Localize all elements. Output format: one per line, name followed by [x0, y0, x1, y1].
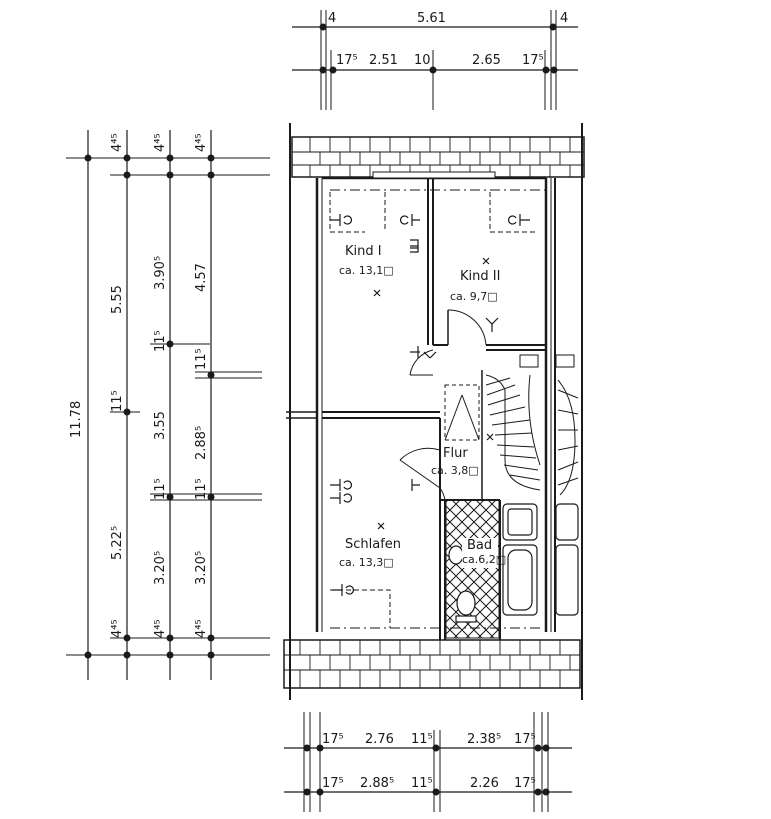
room-area-kind-i: ca. 13,1□: [339, 264, 394, 277]
bottom-dimension-chain: 17⁵ 2.76 11⁵ 2.38⁵ 17⁵ 17⁵ 2.88⁵ 11⁵ 2.2…: [284, 712, 572, 812]
dim-left-c3-4: 2.88⁵: [194, 426, 209, 460]
dim-bottom-r1-4: 2.38⁵: [467, 732, 501, 747]
room-name-bad: Bad: [467, 538, 492, 553]
dim-left-c3-5: 11⁵: [194, 478, 209, 500]
room-name-schlafen: Schlafen: [345, 537, 401, 552]
dim-left-c3-6: 3.20⁵: [194, 551, 209, 585]
room-labels: Kind I ca. 13,1□ Kind II ca. 9,7□ Flur c…: [339, 244, 506, 569]
room-area-flur: ca. 3,8□: [431, 464, 479, 477]
dim-top-part-1: 17⁵: [336, 53, 358, 68]
room-name-kind-ii: Kind II: [460, 269, 500, 284]
dim-left-c2-1: 4⁴⁵: [153, 133, 168, 152]
dim-bottom-r2-2: 2.88⁵: [360, 776, 394, 791]
dim-bottom-r2-5: 17⁵: [514, 776, 536, 791]
bath-fixtures: [448, 503, 579, 623]
dim-left-c3-3: 11⁵: [194, 348, 209, 370]
dim-top-end-right: 4: [560, 11, 568, 26]
dim-left-c2-7: 4⁴⁵: [153, 619, 168, 638]
room-area-kind-ii: ca. 9,7□: [450, 290, 498, 303]
dim-left-c1-5: 4⁴⁵: [110, 619, 125, 638]
dim-left-c2-4: 3.55: [153, 411, 168, 440]
dim-bottom-r1-1: 17⁵: [322, 732, 344, 747]
dim-left-c2-2: 3.90⁵: [153, 256, 168, 290]
dim-left-c1-3: 11⁵: [110, 390, 125, 412]
bathroom-tiles: [445, 499, 500, 639]
attic-hatch: [444, 384, 480, 441]
room-name-kind-i: Kind I: [345, 244, 382, 259]
dim-left-c3-2: 4.57: [194, 263, 209, 292]
dim-bottom-r2-1: 17⁵: [322, 776, 344, 791]
dim-top-overall: 5.61: [417, 11, 446, 26]
room-area-schlafen: ca. 13,3□: [339, 556, 394, 569]
dim-left-c2-3: 11⁵: [153, 330, 168, 352]
dim-left-overall: 11.78: [69, 401, 84, 438]
room-name-flur: Flur: [443, 446, 468, 461]
dim-bottom-r1-2: 2.76: [365, 732, 394, 747]
dim-left-c3-1: 4⁴⁵: [194, 133, 209, 152]
dim-left-c1-2: 5.55: [110, 285, 125, 314]
dim-top-part-2: 2.51: [369, 53, 398, 68]
dim-left-c1-1: 4⁴⁵: [110, 133, 125, 152]
dim-left-c2-6: 3.20⁵: [153, 551, 168, 585]
staircase: [485, 354, 579, 496]
dim-bottom-r1-3: 11⁵: [411, 732, 433, 747]
top-dimension-chain: 4 5.61 4 17⁵ 2.51 10 2.65 17⁵: [292, 10, 578, 110]
dim-top-part-4: 2.65: [472, 53, 501, 68]
left-dimension-chain: 11.78 4⁴⁵ 5.55 11⁵ 5.22⁵ 4⁴⁵ 4⁴⁵ 3.90⁵ 1…: [66, 130, 270, 680]
dim-top-part-5: 17⁵: [522, 53, 544, 68]
dim-bottom-r2-3: 11⁵: [411, 776, 433, 791]
building: [283, 123, 585, 700]
dim-top-end-left: 4: [328, 11, 336, 26]
dim-left-c1-4: 5.22⁵: [110, 526, 125, 560]
dim-bottom-r1-5: 17⁵: [514, 732, 536, 747]
dim-left-c2-5: 11⁵: [153, 478, 168, 500]
room-area-bad: ca.6,2□: [462, 553, 506, 566]
dim-bottom-r2-4: 2.26: [470, 776, 499, 791]
dim-left-c3-7: 4⁴⁵: [194, 619, 209, 638]
dim-top-part-3: 10: [414, 53, 431, 68]
